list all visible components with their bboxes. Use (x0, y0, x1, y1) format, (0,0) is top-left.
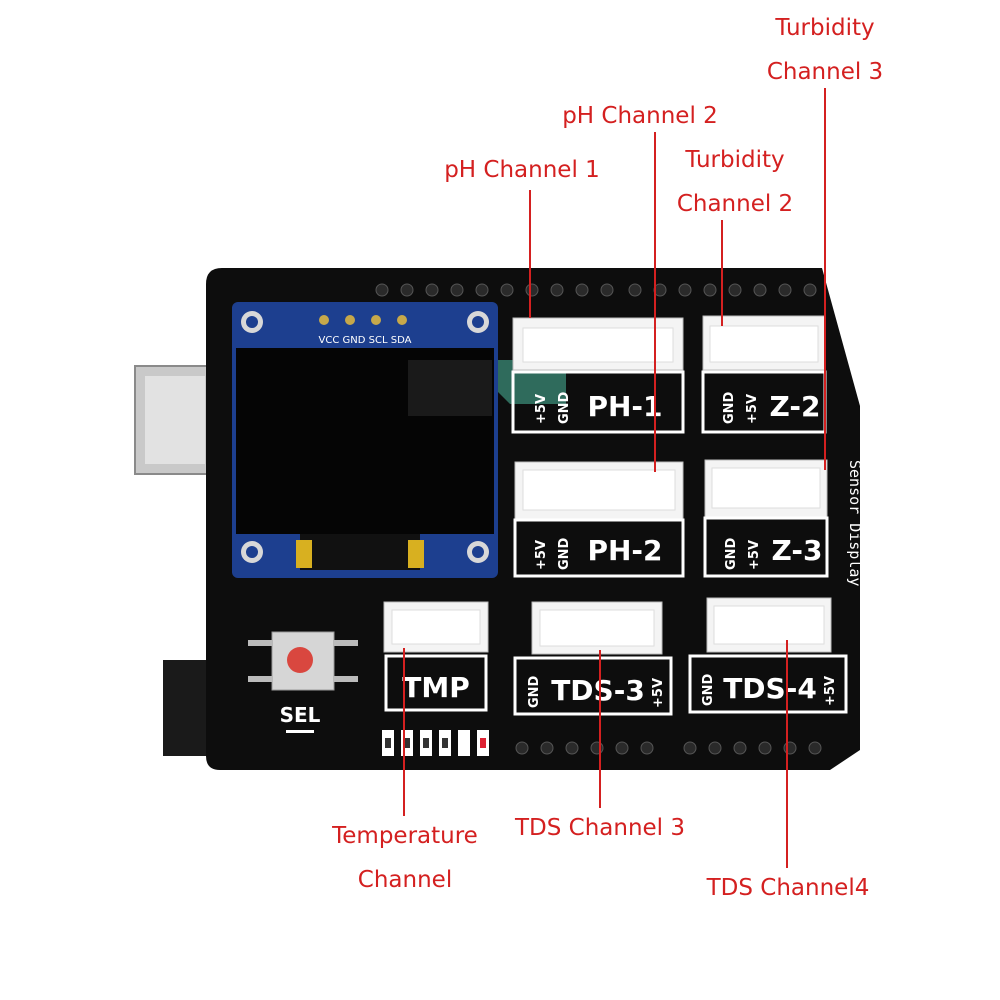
callout-line: Channel 2 (676, 191, 794, 217)
svg-text:+5V: +5V (651, 678, 666, 708)
callout-turbidity-channel-3: Turbidity Channel 3 (740, 6, 910, 94)
svg-text:GND: GND (724, 537, 739, 570)
svg-text:GND: GND (557, 391, 572, 424)
callout-line: pH Channel 2 (562, 103, 718, 129)
callout-line: Turbidity (685, 147, 785, 173)
svg-text:GND: GND (527, 675, 542, 708)
oled-module: VCC GND SCL SDA (232, 302, 566, 578)
callout-ph-channel-1: pH Channel 1 (412, 148, 632, 192)
power-jack (163, 660, 211, 756)
callout-temperature-channel: Temperature Channel (300, 814, 510, 902)
svg-text:+5V: +5V (747, 540, 762, 570)
tds4-port: GND +5V TDS-4 (688, 597, 848, 714)
z3-silkscreen: Z-3 (772, 534, 823, 567)
callout-tds-channel-4: TDS Channel4 (676, 866, 900, 910)
callout-turbidity-channel-2: Turbidity Channel 2 (650, 138, 820, 226)
callout-line: pH Channel 1 (444, 157, 600, 183)
callout-leader-lines (403, 88, 826, 868)
tmp-silkscreen: TMP (402, 671, 469, 704)
sel-button-component: SEL (248, 631, 358, 733)
callout-line: Turbidity (775, 15, 875, 41)
svg-text:GND: GND (722, 391, 737, 424)
sel-silkscreen: SEL (280, 703, 321, 727)
sel-red-button (287, 647, 313, 673)
callout-line: TDS Channel 3 (514, 815, 686, 841)
callout-line: TDS Channel4 (706, 875, 870, 901)
tds3-port: GND +5V TDS-3 (513, 601, 673, 716)
smd-components (382, 730, 489, 756)
side-silkscreen: Sensor Display (846, 460, 864, 586)
svg-text:GND: GND (701, 673, 716, 706)
svg-text:+5V: +5V (823, 676, 838, 706)
tds4-silkscreen: TDS-4 (723, 672, 817, 705)
callout-line: Channel (357, 867, 453, 893)
oled-pin-labels: VCC GND SCL SDA (319, 335, 412, 346)
tmp-port: TMP (383, 601, 489, 712)
usb-port-inner (145, 376, 205, 464)
header-pins-bottom (515, 741, 822, 755)
callout-tds-channel-3: TDS Channel 3 (488, 806, 712, 850)
svg-text:+5V: +5V (745, 394, 760, 424)
svg-text:+5V: +5V (534, 394, 549, 424)
z2-port: GND +5V Z-2 (701, 315, 827, 434)
svg-text:+5V: +5V (534, 540, 549, 570)
ph1-silkscreen: PH-1 (587, 390, 662, 423)
callout-ph-channel-2: pH Channel 2 (530, 94, 750, 138)
callout-line: Channel 3 (766, 59, 884, 85)
z2-silkscreen: Z-2 (770, 390, 821, 423)
z3-port: GND +5V Z-3 (703, 459, 829, 578)
callout-line: Temperature (332, 823, 478, 849)
ph2-silkscreen: PH-2 (587, 534, 662, 567)
tds3-silkscreen: TDS-3 (551, 674, 645, 707)
svg-text:GND: GND (557, 537, 572, 570)
ph2-port: +5V GND PH-2 (513, 461, 685, 578)
